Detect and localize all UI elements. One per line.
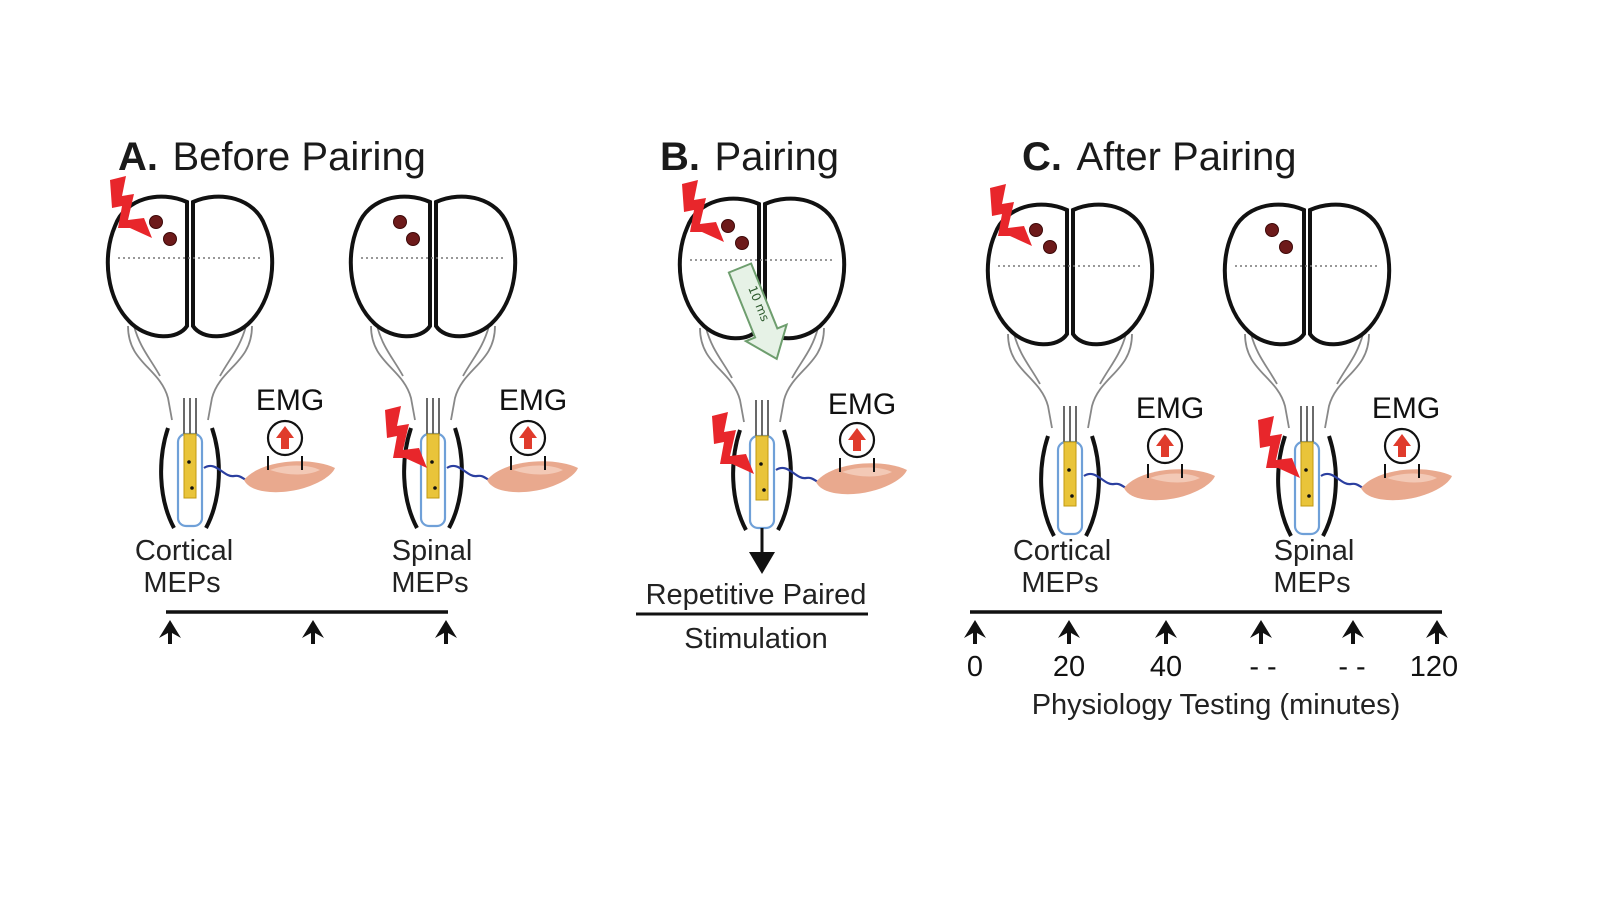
electrode-dot [1029, 223, 1043, 237]
panel-a-title: Before Pairing [172, 135, 425, 179]
panel-c: C. After Pairing EMG Cortical MEPs EMG S… [964, 135, 1458, 721]
electrode-dot [1265, 223, 1279, 237]
panel-b-title: Pairing [714, 135, 839, 179]
spinal-meps-label-line2: MEPs [391, 567, 468, 599]
timeline-tick-label: 40 [1150, 651, 1182, 683]
spinal-meps-label-line2: MEPs [1273, 567, 1350, 599]
panel-c-title: After Pairing [1076, 135, 1296, 179]
cortical-meps-label-line1: Cortical [1013, 535, 1111, 567]
up-arrow-icon [1250, 620, 1272, 644]
emg-label: EMG [1372, 392, 1440, 425]
cortical-meps-label-line2: MEPs [143, 567, 220, 599]
timeline-tick-label: - - [1338, 651, 1365, 683]
panel-c-letter: C. [1022, 135, 1062, 179]
timeline-tick-label: 0 [967, 651, 983, 683]
electrode-dot [1279, 240, 1293, 254]
panel-b-letter: B. [660, 135, 700, 179]
up-arrow-icon [302, 620, 324, 644]
panel-a-heading: A. Before Pairing [118, 135, 426, 179]
electrode-dot [163, 232, 177, 246]
electrode-dot [721, 219, 735, 233]
panel-b: B. Pairing 10 ms EMG Repetitive Paired S… [636, 135, 909, 655]
emg-label: EMG [828, 388, 896, 421]
spinal-meps-label-line1: Spinal [1274, 535, 1355, 567]
panel-a: A. Before Pairing EMG Cortical MEPs EMG … [105, 135, 580, 644]
timeline-tick-label: - - [1249, 651, 1276, 683]
emg-label: EMG [1136, 392, 1204, 425]
panel-b-heading: B. Pairing [660, 135, 839, 179]
timeline-tick-label: 120 [1410, 651, 1458, 683]
timeline-c-title: Physiology Testing (minutes) [1032, 689, 1401, 721]
timeline-tick-label: 20 [1053, 651, 1085, 683]
electrode-dot [393, 215, 407, 229]
panel-a-letter: A. [118, 135, 158, 179]
emg-label: EMG [256, 384, 324, 417]
cortical-meps-label-line2: MEPs [1021, 567, 1098, 599]
up-arrow-icon [964, 620, 986, 644]
up-arrow-icon [1058, 620, 1080, 644]
pairing-label-line2: Stimulation [684, 623, 827, 655]
electrode-dot [1043, 240, 1057, 254]
brain-spinal-unit [985, 202, 1217, 538]
up-arrow-icon [435, 620, 457, 644]
brain-spinal-unit [1222, 202, 1454, 538]
up-arrow-icon [1426, 620, 1448, 644]
up-arrow-icon [1155, 620, 1177, 644]
brain-spinal-unit [677, 196, 909, 532]
up-arrow-icon [159, 620, 181, 644]
panel-c-heading: C. After Pairing [1022, 135, 1297, 179]
down-arrow-icon [749, 552, 775, 574]
brain-spinal-unit [105, 194, 337, 530]
brain-spinal-unit [348, 194, 580, 530]
up-arrow-icon [1342, 620, 1364, 644]
emg-label: EMG [499, 384, 567, 417]
electrode-dot [149, 215, 163, 229]
electrode-dot [735, 236, 749, 250]
spinal-meps-label-line1: Spinal [392, 535, 473, 567]
cortical-meps-label-line1: Cortical [135, 535, 233, 567]
pairing-label-line1: Repetitive Paired [646, 579, 867, 611]
electrode-dot [406, 232, 420, 246]
